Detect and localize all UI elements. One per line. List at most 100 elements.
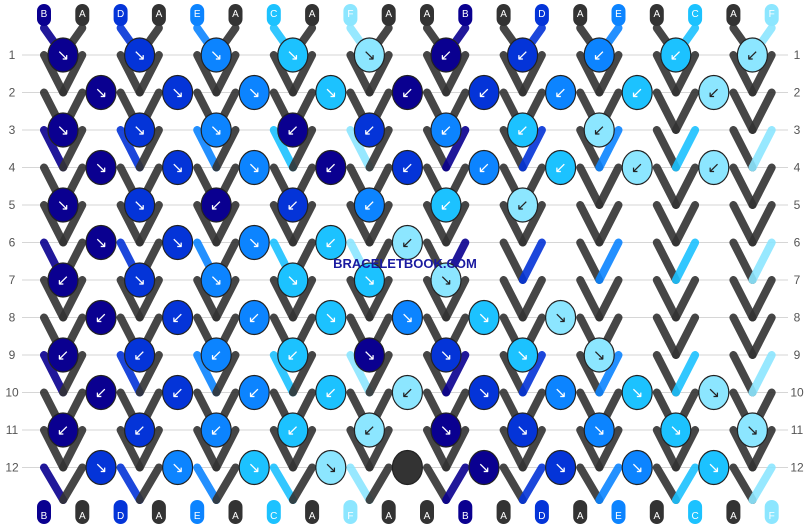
thread-segment [729, 426, 757, 472]
knot-arrow: ↘ [287, 271, 300, 289]
knot-arrow: ↙ [57, 271, 70, 289]
thread-segment [288, 351, 317, 397]
knot: ↙ [200, 187, 232, 223]
knot: ↘ [506, 337, 539, 373]
knot-arrow: ↘ [57, 46, 70, 64]
knot: ↙ [277, 412, 309, 448]
thread-segment [269, 426, 297, 472]
bottom-string-cap [726, 500, 741, 524]
knot-D [506, 412, 539, 448]
thread-segment [346, 126, 374, 172]
bottom-string-cap [266, 500, 281, 524]
knot-arrow: ↘ [133, 46, 146, 64]
thread-segment [499, 351, 527, 397]
knot: ↙ [391, 224, 423, 261]
knot-arrow: ↘ [631, 384, 644, 402]
thread-segment [518, 51, 546, 97]
thread-segment [135, 201, 163, 247]
knot-B [85, 149, 117, 186]
knot-arrow: ↘ [554, 384, 567, 402]
thread-segment [729, 51, 757, 97]
thread-segment [518, 351, 546, 397]
row-number-left: 3 [9, 123, 16, 137]
thread-segment [671, 238, 700, 284]
knot-F [698, 149, 730, 186]
knot-F [315, 449, 347, 486]
knot: ↘ [506, 412, 539, 448]
thread-segment [671, 426, 700, 472]
knot-arrow: ↘ [440, 346, 453, 364]
knot: ↙ [162, 299, 194, 336]
thread-segment [365, 201, 393, 247]
knot-arrow: ↙ [133, 421, 146, 439]
knot-arrow: ↘ [325, 459, 338, 477]
knot-arrow: ↙ [631, 159, 644, 177]
knot-arrow: ↘ [363, 271, 376, 289]
thread-segment [748, 463, 776, 504]
knot-arrow: ↙ [593, 46, 606, 64]
thread-segment [288, 426, 317, 472]
row-number-right: 3 [794, 123, 801, 137]
knot-B [47, 262, 79, 298]
top-string-cap [764, 4, 779, 26]
thread-segment [365, 51, 393, 97]
thread-segment [729, 126, 757, 172]
knot-C [353, 262, 385, 298]
knot: ↘ [162, 449, 194, 486]
thread-segment [423, 463, 451, 504]
knot-arrow: ↘ [133, 196, 146, 214]
bottom-string-cap [764, 500, 779, 524]
knot: ↘ [430, 262, 462, 298]
thread-segment [576, 163, 604, 209]
bottom-string-cap [113, 500, 128, 524]
row-number-right: 12 [790, 461, 804, 475]
knot-F [353, 412, 385, 448]
knot-B [468, 449, 500, 486]
bottom-string-cap [458, 500, 473, 524]
knot-E [468, 149, 500, 186]
knot: ↙ [544, 149, 577, 186]
thread-segment [729, 276, 757, 322]
knot-arrow: ↘ [248, 234, 261, 252]
knot-C [277, 37, 309, 73]
bottom-string-label: E [615, 511, 622, 522]
knot-arrow: ↘ [248, 159, 261, 177]
knot-E [162, 449, 194, 486]
thread-segment [518, 126, 546, 172]
knot: ↘ [353, 262, 385, 298]
knot-arrow: ↙ [401, 384, 414, 402]
top-string-cap [496, 4, 511, 26]
knot: ↘ [47, 37, 79, 73]
bottom-string-cap [688, 500, 703, 524]
row-number-right: 11 [791, 423, 804, 437]
knot-arrow: ↘ [746, 421, 759, 439]
knot-C [660, 37, 692, 73]
thread-segment [576, 276, 604, 322]
row-number-left: 6 [9, 236, 16, 250]
knot: ↘ [238, 74, 270, 111]
knot-C [315, 374, 347, 411]
knot-arrow: ↘ [248, 459, 261, 477]
thread-segment [116, 463, 144, 504]
thread-segment [518, 426, 546, 472]
thread-segment [212, 126, 240, 172]
thread-segment [442, 126, 470, 172]
knot: ↘ [621, 374, 653, 411]
thread-segment [652, 426, 680, 472]
knot-B [315, 149, 347, 186]
knot-arrow: ↙ [440, 196, 453, 214]
knot: ↙ [698, 74, 730, 111]
top-string-cap [381, 4, 396, 26]
knot-D [277, 187, 309, 223]
bottom-string-label: A [653, 511, 660, 522]
knot: ↙ [430, 37, 462, 73]
knot-arrow: ↘ [631, 459, 644, 477]
thread-segment [193, 351, 221, 397]
knot: ↙ [544, 74, 577, 111]
knot-arrow: ↙ [631, 84, 644, 102]
knot: ↘ [238, 224, 270, 261]
knot-D [162, 299, 194, 336]
thread-segment [288, 126, 317, 172]
knot-D [162, 374, 194, 411]
